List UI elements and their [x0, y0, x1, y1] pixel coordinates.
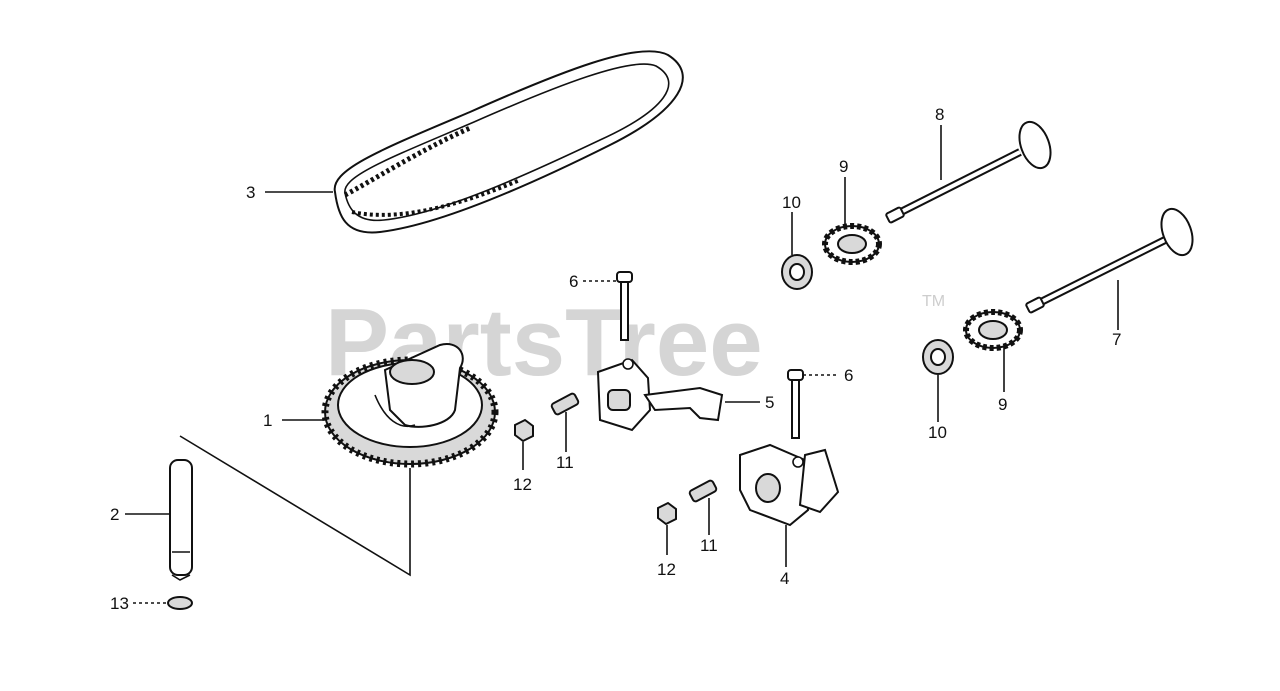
- washer-part[interactable]: [167, 596, 193, 610]
- callout-10-lower: 10: [928, 423, 947, 442]
- callout-11-upper: 11: [556, 453, 574, 472]
- callout-6-lower: 6: [844, 366, 853, 385]
- valve-lower-part[interactable]: [1025, 205, 1199, 314]
- bolt-upper-part[interactable]: [616, 271, 633, 341]
- leader-lines: [125, 125, 1119, 604]
- callout-2: 2: [110, 505, 119, 524]
- valve-upper-part[interactable]: [885, 118, 1057, 224]
- spring-retainer-upper-part[interactable]: [781, 254, 813, 290]
- callout-12-upper: 12: [513, 475, 532, 494]
- valve-spring-upper-part[interactable]: [822, 223, 882, 265]
- adjust-screw-lower-part[interactable]: [688, 479, 718, 503]
- shaft-part[interactable]: [169, 459, 193, 581]
- callout-9-lower: 9: [998, 395, 1007, 414]
- callout-4: 4: [780, 569, 789, 588]
- valve-spring-lower-part[interactable]: [963, 309, 1023, 351]
- callout-7: 7: [1112, 330, 1121, 349]
- nut-upper-part[interactable]: [514, 418, 534, 443]
- rocker-arm-part[interactable]: [596, 358, 724, 432]
- spring-retainer-lower-part[interactable]: [922, 339, 954, 375]
- rocker-arm-lower-part[interactable]: [739, 443, 840, 527]
- cam-pulley-part[interactable]: [321, 343, 499, 468]
- callout-8: 8: [935, 105, 944, 124]
- callout-5: 5: [765, 393, 774, 412]
- callout-11-lower: 11: [700, 536, 718, 555]
- callout-10-upper: 10: [782, 193, 801, 212]
- bolt-lower-part[interactable]: [787, 369, 804, 439]
- nut-lower-part[interactable]: [657, 501, 677, 526]
- timing-belt-part[interactable]: [333, 50, 684, 234]
- watermark-trademark: TM: [922, 293, 945, 310]
- callout-13: 13: [110, 594, 129, 613]
- callout-1: 1: [263, 411, 272, 430]
- adjust-screw-upper-part[interactable]: [550, 392, 580, 416]
- callout-6-upper: 6: [569, 272, 578, 291]
- callout-9-upper: 9: [839, 157, 848, 176]
- callout-3: 3: [246, 183, 255, 202]
- callout-12-lower: 12: [657, 560, 676, 579]
